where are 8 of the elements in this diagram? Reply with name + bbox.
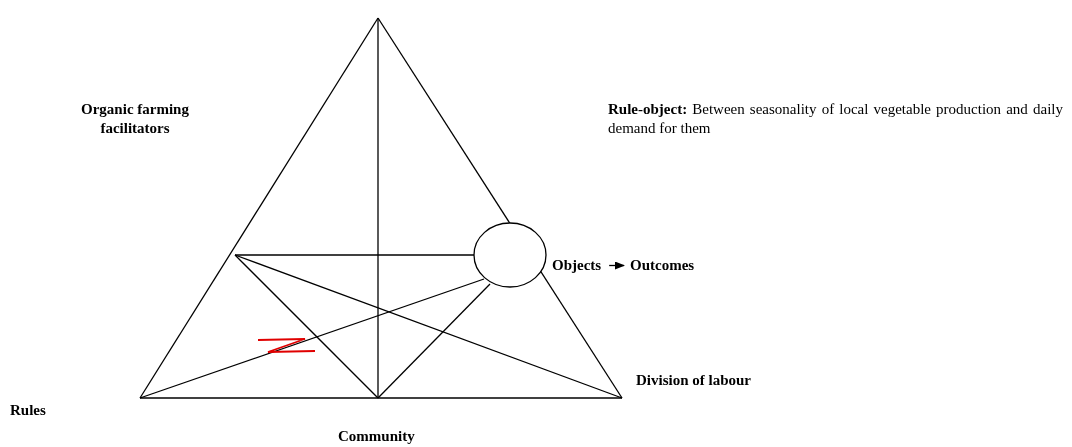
vertex-label: Rules [10,401,46,420]
note-text: Rule-object: Between seasonality of local vegetable production and daily demand for them [608,100,1063,138]
arrow [608,261,625,270]
vertex-label: Objects [552,256,602,275]
vertex-label: Community [338,427,415,446]
vertex-label: Outcomes [630,256,695,275]
vertex-label: Organic farming facilitators [60,100,210,138]
vertex-label: Division of labour [636,371,752,390]
